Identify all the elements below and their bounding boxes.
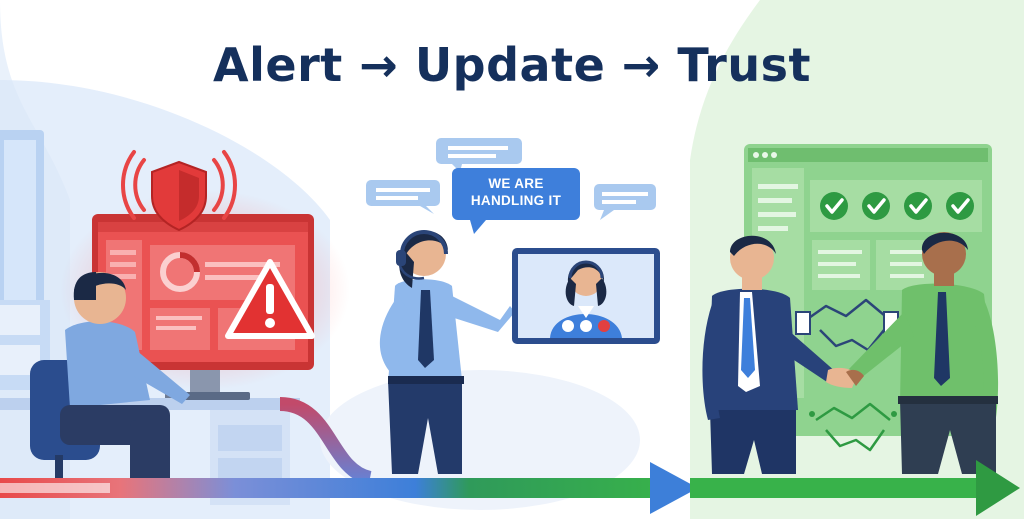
chat-bubble-icon (366, 138, 656, 234)
connector-curve (279, 397, 373, 485)
office-window (0, 130, 50, 390)
warning-icon (225, 259, 315, 339)
desk-worker (0, 272, 300, 505)
handshake-icon (795, 298, 899, 452)
shield-icon (121, 150, 237, 232)
check-icon (820, 192, 974, 220)
page-title: Alert → Update → Trust (213, 38, 811, 92)
businessman-suit (702, 235, 836, 474)
headset-icon (396, 230, 448, 280)
businessman-green (848, 232, 999, 474)
progress-arrow-icon (0, 460, 1020, 516)
video-call-screen (512, 248, 660, 344)
speech-bubble-line2: HANDLING IT (470, 193, 562, 208)
handshake-hands (826, 367, 864, 388)
speech-bubble-line1: WE ARE (488, 176, 544, 191)
support-agent (379, 230, 515, 474)
speech-bubble-text: WE ARE HANDLING IT (452, 175, 580, 209)
